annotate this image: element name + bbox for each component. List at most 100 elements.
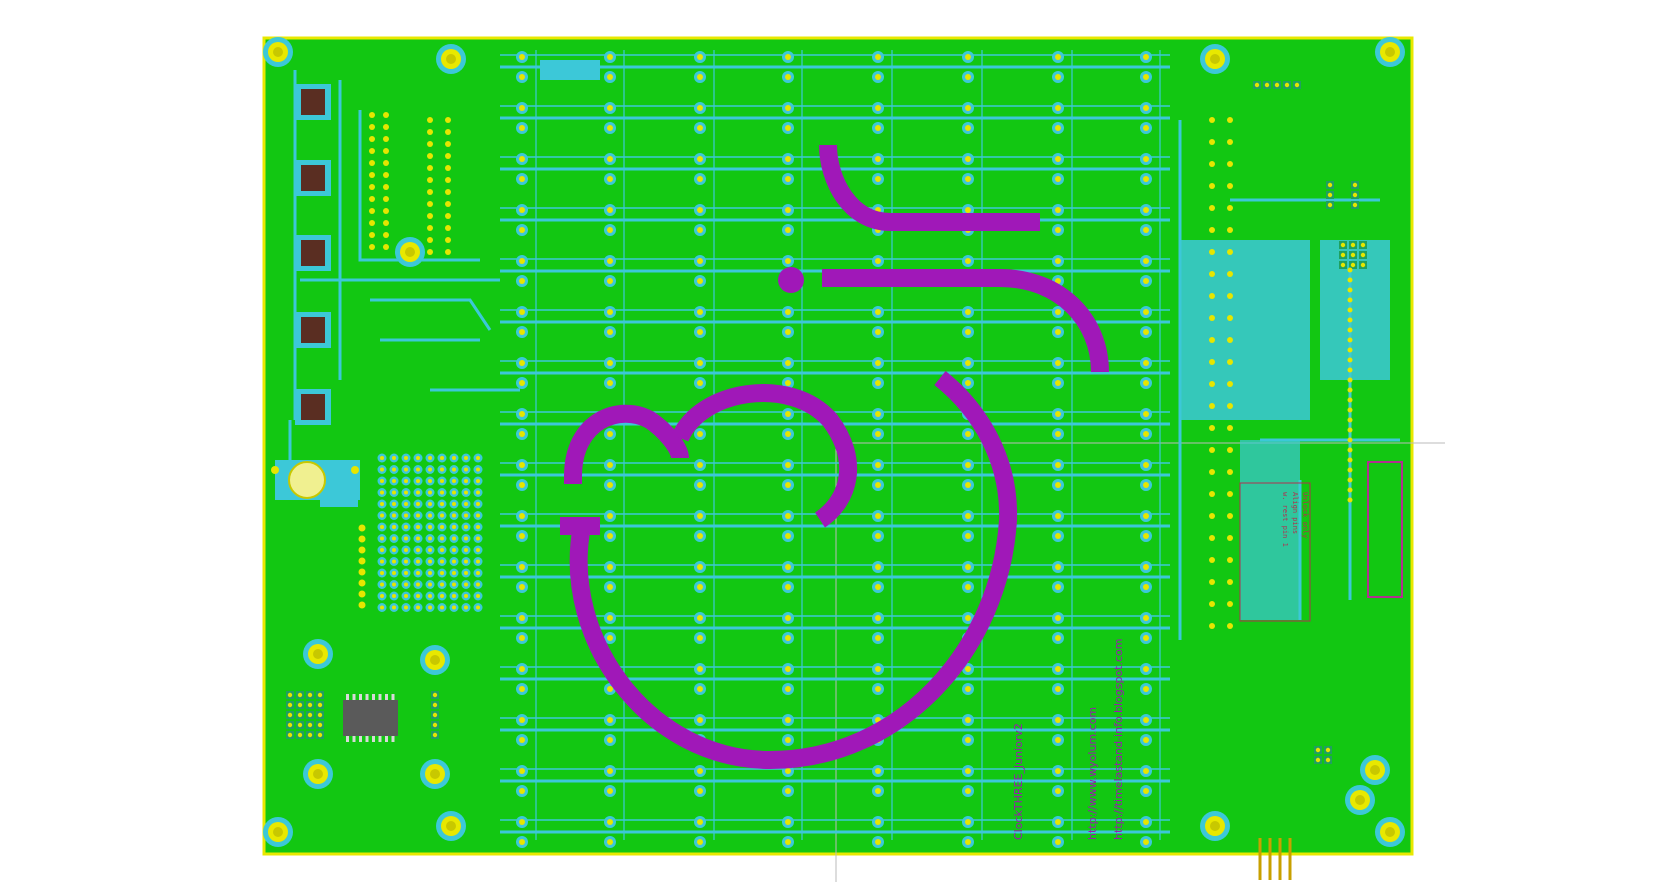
led-pad [785,737,791,743]
led-pad [785,380,791,386]
proto-pad [452,467,456,472]
led-pad [965,768,971,774]
tactile-switch-icon [301,317,325,343]
led-pad [1055,309,1061,315]
led-pad [965,360,971,366]
proto-pad [476,548,480,552]
dip-pad [369,208,375,214]
left-pin-header-pin [297,692,303,698]
icsp-header-pin [1340,252,1346,258]
dip-pad [369,220,375,226]
proto-pad [392,490,396,495]
via-pad [1227,535,1233,541]
led-pad [697,125,703,131]
via-pad [1227,513,1233,519]
led-pad [875,788,881,794]
dip-pad [427,201,433,207]
proto-pad [380,502,384,506]
proto-pad [380,456,384,460]
dip-pad [369,244,375,250]
led-pad [519,360,525,366]
left-pin-header-pin [287,702,293,708]
led-pad [1055,686,1061,692]
left-pin-header-pin [307,702,313,708]
top-pin-header-pin [1264,82,1270,88]
led-pad [697,207,703,213]
via-pad [1209,579,1215,585]
proto-pad [392,605,396,610]
proto-pad [476,605,480,610]
via-pad [1227,579,1233,585]
via-pad [1209,513,1215,519]
via-pad [1209,117,1215,123]
tactile-switch-icon [301,165,325,191]
led-pad [1143,74,1149,80]
proto-pad [380,559,384,564]
proto-pad [428,479,432,483]
proto-pad [428,548,432,552]
connector-pin [1347,387,1353,393]
led-pad [1143,768,1149,774]
proto-pad [452,536,456,541]
led-pad [1143,227,1149,233]
led-pad [785,666,791,672]
led-pad [1055,176,1061,182]
proto-pad [464,559,468,564]
connector-pin [1347,397,1353,403]
led-pad [785,309,791,315]
proto-pad [416,605,420,610]
proto-pad [416,571,420,575]
led-pad [965,533,971,539]
proto-pad [428,467,432,472]
via-pad [1209,601,1215,607]
proto-pad [380,571,384,575]
led-pad [785,411,791,417]
led-pad [1055,411,1061,417]
proto-pad [428,456,432,460]
proto-pad [440,548,444,552]
via-pad [1209,381,1215,387]
via-pad [1227,403,1233,409]
led-pad [965,615,971,621]
led-pad [1055,380,1061,386]
led-pad [965,74,971,80]
connector-pin [1347,267,1353,273]
led-pad [519,227,525,233]
left-pin-header-pin [287,732,293,738]
dip-pad [383,196,389,202]
via-pad [1227,117,1233,123]
mounting-hole-center [430,769,440,779]
icsp-header-pin [1350,262,1356,268]
led-pad [875,74,881,80]
dip-pad [383,184,389,190]
led-pad [785,125,791,131]
mounting-hole-center [446,821,456,831]
proto-pad [416,467,420,472]
left-pin-header-pin [307,732,313,738]
proto-pad [416,548,420,552]
led-pad [785,258,791,264]
led-pad [1143,462,1149,468]
led-pad [519,411,525,417]
proto-pad [476,467,480,472]
connector-pin [1347,377,1353,383]
proto-pad [392,513,396,518]
led-pad [697,380,703,386]
right-pin-header-pin [432,702,438,708]
led-pad [965,584,971,590]
dip-pad [445,141,451,147]
right-pin-header-pin [432,732,438,738]
led-pad [697,819,703,825]
led-pad [1143,482,1149,488]
led-pad [519,717,525,723]
dip-pad [383,172,389,178]
left-pin-header-pin [307,692,313,698]
proto-pad [392,582,396,587]
led-pad [607,309,613,315]
note-box-text: Unlock only Align pins w. rest pin 1 [1281,492,1309,547]
led-pad [965,258,971,264]
led-pad [875,533,881,539]
led-pad [785,74,791,80]
via-pad [1209,227,1215,233]
proto-pad [452,559,456,564]
